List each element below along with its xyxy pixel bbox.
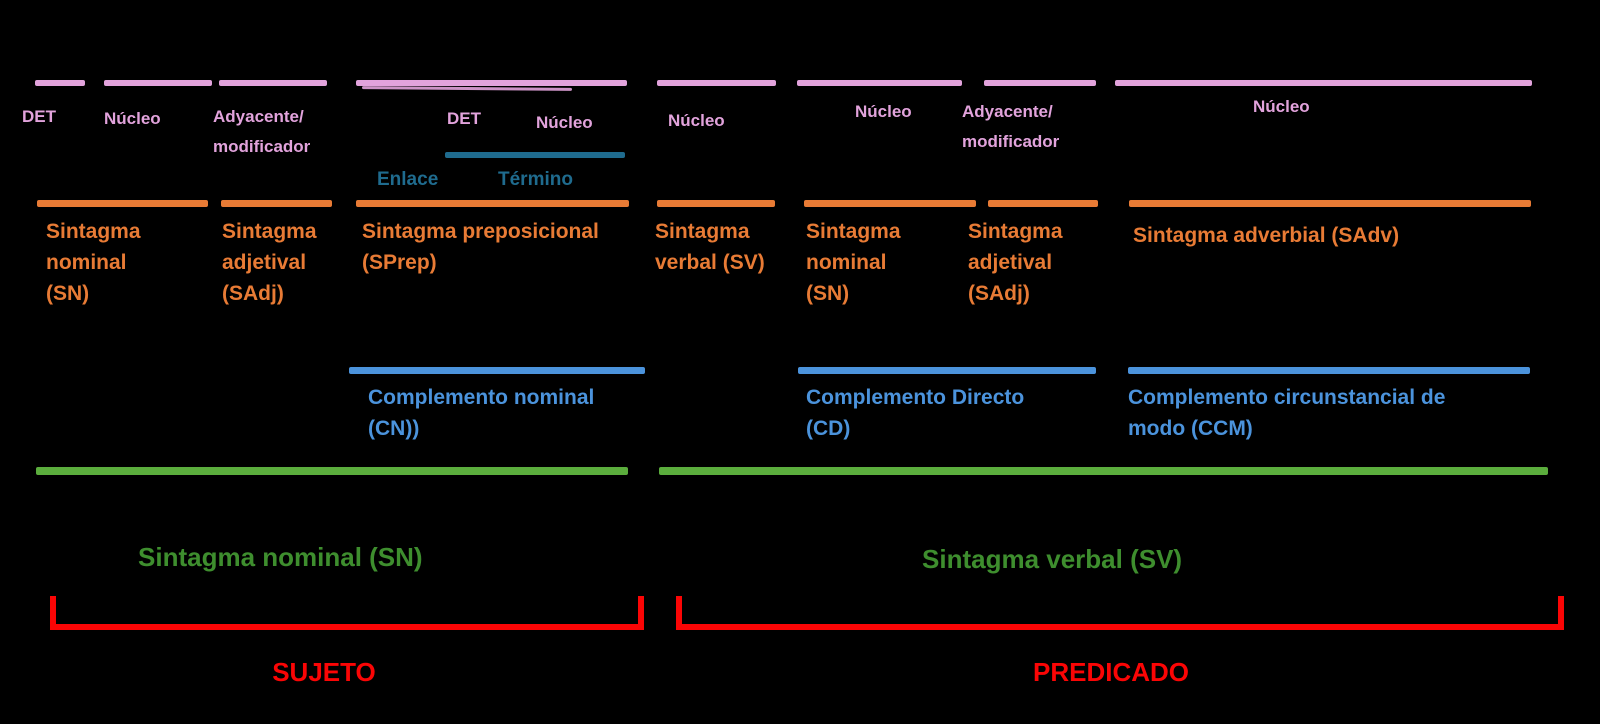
phrase-underline-sadj-2 xyxy=(988,200,1098,207)
function-underline-sprep-group xyxy=(356,80,627,86)
function-underline-nucleo-1 xyxy=(104,80,212,86)
group-label-sv: Sintagma verbal (SV) xyxy=(922,544,1183,574)
complement-label-cd: Complemento Directo (CD) xyxy=(806,386,1025,440)
termino-label: Término xyxy=(498,169,573,190)
complement-label-cn: Complemento nominal (CN)) xyxy=(368,386,595,440)
phrase-label-sn-1: Sintagma nominal (SN) xyxy=(46,220,141,305)
sujeto-label: SUJETO xyxy=(272,657,376,687)
sujeto-bracket-left-tick xyxy=(50,596,56,630)
phrase-underline-sn-1 xyxy=(37,200,208,207)
termino-underline xyxy=(445,152,625,158)
function-underline-nucleo-verb xyxy=(657,80,776,86)
group-label-sn: Sintagma nominal (SN) xyxy=(138,542,423,572)
complement-underline-cd xyxy=(798,367,1096,374)
function-label-nucleo-verb: Núcleo xyxy=(668,111,725,130)
predicado-bracket-bar xyxy=(676,624,1564,630)
phrase-underline-sv xyxy=(657,200,775,207)
predicado-label: PREDICADO xyxy=(1032,657,1189,687)
function-underline-adyacente-1 xyxy=(219,80,327,86)
function-label-adyacente-2: Adyacente/ modificador xyxy=(962,102,1060,151)
sujeto-bracket-bar xyxy=(50,624,644,630)
function-underline-sprep-wobble-stroke xyxy=(361,86,573,91)
phrase-underline-sprep xyxy=(356,200,629,207)
function-label-det-2: DET xyxy=(447,109,481,128)
predicado-bracket-left-tick xyxy=(676,596,682,630)
phrase-label-sn-2: Sintagma nominal (SN) xyxy=(806,220,901,305)
enlace-label: Enlace xyxy=(377,169,439,190)
group-underline-sn xyxy=(36,467,628,475)
function-underline-nucleo-adv xyxy=(1115,80,1532,86)
group-underline-sv xyxy=(659,467,1548,475)
function-label-nucleo-adv: Núcleo xyxy=(1253,97,1310,116)
function-label-adyacente-1: Adyacente/ modificador xyxy=(213,107,311,156)
phrase-label-sprep: Sintagma preposicional (SPrep) xyxy=(362,220,599,274)
sujeto-bracket-right-tick xyxy=(638,596,644,630)
phrase-label-sadj-1: Sintagma adjetival (SAdj) xyxy=(222,220,317,305)
function-label-nucleo-sprep: Núcleo xyxy=(536,113,593,132)
function-label-nucleo-1: Núcleo xyxy=(104,109,161,128)
phrase-underline-sn-2 xyxy=(804,200,976,207)
function-underline-nucleo-2 xyxy=(797,80,962,86)
complement-label-ccm: Complemento circunstancial de modo (CCM) xyxy=(1128,386,1446,440)
phrase-label-sadv: Sintagma adverbial (SAdv) xyxy=(1133,224,1400,247)
phrase-underline-sadj-1 xyxy=(221,200,332,207)
predicado-bracket-right-tick xyxy=(1558,596,1564,630)
function-underline-adyacente-2 xyxy=(984,80,1096,86)
complement-underline-ccm xyxy=(1128,367,1530,374)
function-label-nucleo-2: Núcleo xyxy=(855,102,912,121)
complement-underline-cn xyxy=(349,367,645,374)
phrase-underline-sadv xyxy=(1129,200,1531,207)
phrase-label-sadj-2: Sintagma adjetival (SAdj) xyxy=(968,220,1063,305)
function-underline-det-1 xyxy=(35,80,85,86)
function-label-det-1: DET xyxy=(22,107,56,126)
phrase-label-sv: Sintagma verbal (SV) xyxy=(655,220,765,274)
